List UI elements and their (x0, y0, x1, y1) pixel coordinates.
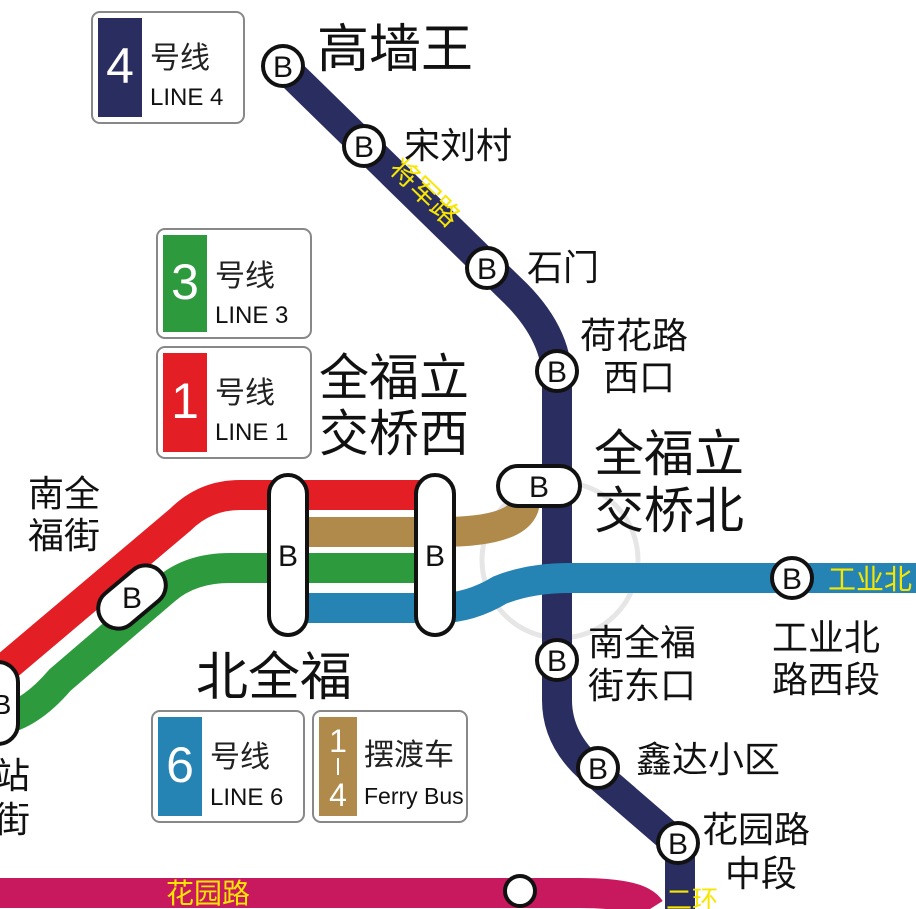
station-label-quanfu-west-2: 交桥西 (319, 405, 469, 463)
station-label-beiquanfu: 北全福 (196, 648, 352, 708)
station-gaoqiangwang-marker[interactable]: B (261, 44, 305, 88)
legend-line1-en: LINE 1 (215, 419, 288, 446)
legend-line6-number: 6 (166, 737, 194, 793)
station-huayuan-road-marker[interactable] (503, 874, 537, 908)
station-label-gongyebei-west-1: 工业北 (772, 618, 880, 659)
station-symbol: B (354, 131, 374, 164)
station-symbol: B (529, 471, 549, 504)
legend-line4: 4 号线 LINE 4 (91, 11, 245, 124)
legend-line6: 6 号线 LINE 6 (151, 710, 305, 823)
legend-ferry-en: Ferry Bus (364, 783, 464, 809)
station-quanfu-west-marker[interactable]: B (414, 473, 456, 637)
station-nanquanfujie-marker[interactable]: B (90, 557, 174, 637)
road-label-huayuan: 花园路 (166, 877, 250, 909)
legend-line4-cn: 号线 (150, 41, 210, 76)
legend-line3-cn: 号线 (215, 259, 275, 294)
legend-ferry-number-top: 1 (329, 723, 347, 759)
station-left-edge-marker[interactable]: B (0, 660, 20, 746)
legend-line3: 3 号线 LINE 3 (156, 228, 312, 339)
station-songliucun-marker[interactable]: B (342, 124, 386, 168)
legend-line6-en: LINE 6 (210, 784, 283, 811)
station-hehualu-marker[interactable]: B (535, 349, 579, 393)
station-label-hehualu-1: 荷花路 (580, 316, 688, 357)
station-label-quanfu-west-1: 全福立 (319, 349, 469, 407)
station-label-left-edge-1: 站 (0, 756, 30, 797)
station-huayuan-mid-marker[interactable]: B (656, 821, 700, 865)
station-label-shimen: 石门 (527, 248, 599, 289)
station-label-huayuan-mid-2: 中段 (725, 854, 797, 895)
station-symbol: B (782, 563, 802, 596)
station-beiquanfu-marker[interactable]: B (267, 473, 309, 637)
station-symbol: B (547, 356, 567, 389)
station-gongyebei-west-marker[interactable]: B (770, 556, 814, 600)
station-label-gongyebei-west-2: 路西段 (772, 660, 880, 701)
road-label-gongyebei: 工业北 (828, 563, 912, 596)
station-label-quanfu-north-2: 交桥北 (594, 482, 744, 540)
legend-line3-en: LINE 3 (215, 302, 288, 329)
station-label-nanquanfu-east-2: 街东口 (588, 666, 696, 707)
station-label-left-edge-2: 街 (0, 800, 30, 841)
legend-line1-cn: 号线 (215, 376, 275, 411)
legend-line4-en: LINE 4 (150, 84, 223, 111)
legend-line4-number: 4 (106, 38, 134, 94)
station-xindaxiaoqu-marker[interactable]: B (576, 746, 620, 790)
station-label-hehualu-2: 西口 (603, 358, 675, 399)
station-symbol: B (278, 540, 298, 573)
station-symbol: B (477, 253, 497, 286)
station-shimen-marker[interactable]: B (465, 246, 509, 290)
line1-track (0, 480, 440, 684)
legend-ferry: 1 4 摆渡车 Ferry Bus (312, 710, 468, 823)
station-label-songliucun: 宋刘村 (404, 126, 512, 167)
station-quanfu-north-marker[interactable]: B (496, 464, 582, 508)
station-symbol: B (273, 51, 293, 84)
road-label-erhuan: 二环 (666, 886, 718, 909)
station-symbol: B (122, 582, 142, 615)
station-symbol: B (668, 828, 688, 861)
station-symbol: B (547, 645, 567, 678)
station-label-gaoqiangwang: 高墙王 (317, 20, 473, 80)
legend-ferry-number-bottom: 4 (329, 777, 347, 813)
legend-line1: 1 号线 LINE 1 (156, 346, 312, 459)
station-symbol: B (588, 753, 608, 786)
legend-line6-cn: 号线 (210, 740, 270, 775)
huayuan-road-line (0, 878, 663, 909)
station-label-nanquanfujie-2: 福街 (28, 516, 100, 557)
station-symbol: B (425, 540, 445, 573)
station-label-xindaxiaoqu: 鑫达小区 (636, 740, 780, 781)
station-symbol: B (0, 689, 11, 720)
station-label-nanquanfu-east-1: 南全福 (588, 623, 696, 664)
station-nanquanfu-east-marker[interactable]: B (535, 638, 579, 682)
station-label-nanquanfujie-1: 南全 (28, 474, 100, 515)
legend-line1-number: 1 (171, 373, 199, 429)
legend-ferry-cn: 摆渡车 (364, 738, 454, 773)
legend-line3-number: 3 (171, 254, 199, 310)
station-label-quanfu-north-1: 全福立 (594, 425, 744, 483)
station-label-huayuan-mid-1: 花园路 (702, 810, 810, 851)
